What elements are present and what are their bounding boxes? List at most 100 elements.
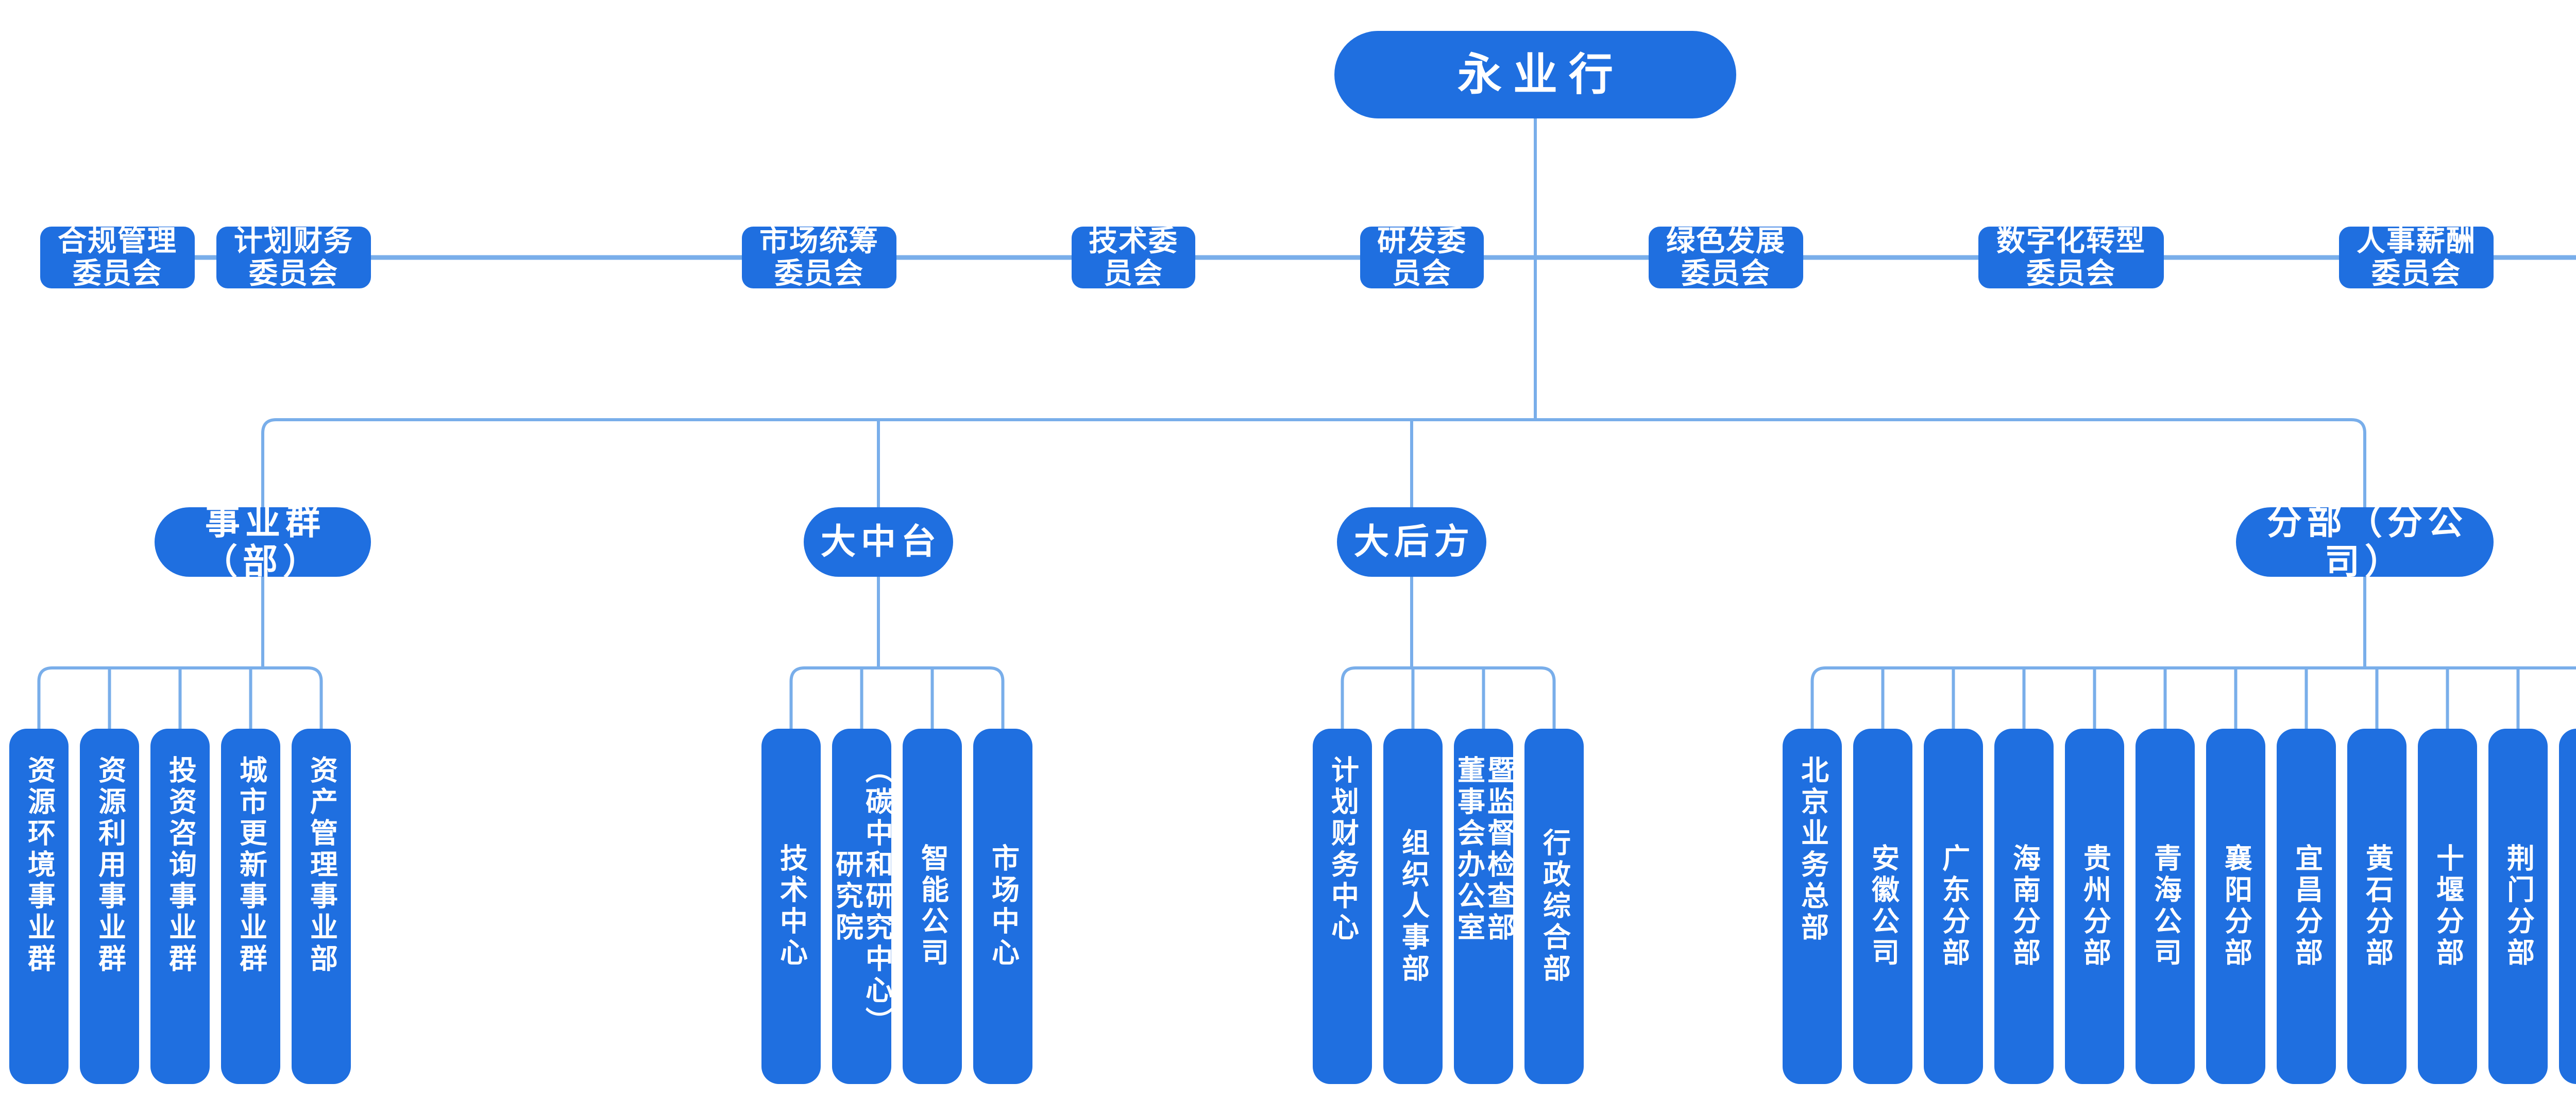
leaf-label-column: 安徽公司: [1867, 844, 1899, 969]
leaf-label-column: 董事会办公室: [1453, 755, 1484, 944]
leaf-node[interactable]: 安徽公司: [1853, 729, 1912, 1084]
leaf-text-columns: 十堰分部: [2418, 844, 2477, 969]
leaf-label-column: 鄂州分部: [2573, 844, 2576, 969]
committee-label: 绿色发展委员会: [1666, 225, 1786, 289]
leaf-text-columns: 荆门分部: [2488, 844, 2548, 969]
leaf-label-column: 研究院: [831, 850, 862, 944]
committee-node-3[interactable]: 市场统筹委员会: [742, 225, 896, 289]
committee-label: 研发委员会: [1377, 225, 1467, 289]
group-head-2[interactable]: 大中台: [804, 507, 953, 577]
leaf-label-column: 黄石分部: [2361, 844, 2393, 969]
leaf-node[interactable]: 宜昌分部: [2277, 729, 2336, 1084]
committee-label: 市场统筹委员会: [759, 225, 879, 289]
leaf-text-columns: 青海公司: [2136, 844, 2195, 969]
root-node[interactable]: 永业行: [1334, 31, 1736, 118]
committee-node-8[interactable]: 人事薪酬委员会: [2339, 225, 2494, 289]
group-head-1[interactable]: 事业群（部）: [155, 503, 371, 581]
committee-label: 计划财务委员会: [234, 225, 353, 289]
leaf-text-columns: 技术中心: [761, 844, 821, 969]
committee-node-4[interactable]: 技术委员会: [1072, 225, 1195, 289]
leaf-label-column: 计划财务中心: [1327, 755, 1358, 944]
leaf-text-columns: 资产管理事业部: [292, 755, 351, 975]
leaf-label-column: （碳中和研究中心）: [861, 755, 892, 1038]
leaf-text-columns: 安徽公司: [1853, 844, 1912, 969]
leaf-node[interactable]: 行政综合部: [1524, 729, 1584, 1084]
leaf-text-columns: 行政综合部: [1524, 828, 1584, 985]
leaf-label-column: 海南分部: [2008, 844, 2040, 969]
leaf-text-columns: 计划财务中心: [1313, 755, 1372, 944]
leaf-node[interactable]: 智能公司: [903, 729, 962, 1084]
group-head-label: 分部（分公司）: [2266, 503, 2468, 581]
leaf-label-column: 技术中心: [775, 844, 807, 969]
leaf-label-column: 暨监督检查部: [1483, 755, 1514, 944]
committee-label: 数字化转型委员会: [1996, 225, 2146, 289]
leaf-text-columns: 鄂州分部: [2559, 844, 2576, 969]
leaf-label-column: 资源利用事业群: [94, 755, 125, 975]
leaf-text-columns: 广东分部: [1924, 844, 1983, 969]
leaf-node[interactable]: （碳中和研究中心）研究院: [831, 729, 892, 1084]
leaf-label-column: 市场中心: [987, 844, 1019, 969]
leaf-text-columns: 智能公司: [903, 844, 962, 969]
leaf-text-columns: 城市更新事业群: [221, 755, 280, 975]
leaf-node[interactable]: 资源环境事业群: [9, 729, 69, 1084]
leaf-text-columns: （碳中和研究中心）研究院: [831, 755, 892, 1038]
leaf-text-columns: 资源环境事业群: [9, 755, 69, 975]
leaf-node[interactable]: 资源利用事业群: [80, 729, 139, 1084]
leaf-label-column: 北京业务总部: [1797, 755, 1828, 944]
leaf-label-column: 荆门分部: [2502, 844, 2534, 969]
leaf-text-columns: 北京业务总部: [1783, 755, 1842, 944]
leaf-text-columns: 海南分部: [1994, 844, 2054, 969]
leaf-text-columns: 资源利用事业群: [80, 755, 139, 975]
leaf-label-column: 城市更新事业群: [235, 755, 266, 975]
leaf-node[interactable]: 荆门分部: [2488, 729, 2548, 1084]
group-head-label: 大后方: [1353, 522, 1475, 562]
leaf-label-column: 投资咨询事业群: [164, 755, 196, 975]
leaf-node[interactable]: 资产管理事业部: [292, 729, 351, 1084]
leaf-node[interactable]: 鄂州分部: [2559, 729, 2576, 1084]
group-head-4[interactable]: 分部（分公司）: [2236, 503, 2494, 581]
leaf-node[interactable]: 青海公司: [2136, 729, 2195, 1084]
leaf-text-columns: 黄石分部: [2347, 844, 2406, 969]
group-head-label: 事业群（部）: [202, 503, 326, 581]
leaf-label-column: 贵州分部: [2079, 844, 2110, 969]
leaf-label-column: 宜昌分部: [2291, 844, 2322, 969]
leaf-node[interactable]: 广东分部: [1924, 729, 1983, 1084]
committee-label: 技术委员会: [1089, 225, 1178, 289]
leaf-node[interactable]: 计划财务中心: [1313, 729, 1372, 1084]
leaf-text-columns: 投资咨询事业群: [150, 755, 210, 975]
leaf-label-column: 襄阳分部: [2220, 844, 2251, 969]
committee-label: 合规管理委员会: [58, 225, 177, 289]
group-head-3[interactable]: 大后方: [1337, 507, 1486, 577]
leaf-node[interactable]: 北京业务总部: [1783, 729, 1842, 1084]
leaf-node[interactable]: 贵州分部: [2065, 729, 2124, 1084]
leaf-text-columns: 宜昌分部: [2277, 844, 2336, 969]
committee-label: 人事薪酬委员会: [2357, 225, 2476, 289]
committee-node-7[interactable]: 数字化转型委员会: [1978, 225, 2164, 289]
leaf-label-column: 资产管理事业部: [306, 755, 337, 975]
leaf-text-columns: 市场中心: [973, 844, 1032, 969]
leaf-text-columns: 襄阳分部: [2206, 844, 2265, 969]
root-label: 永业行: [1458, 49, 1624, 99]
leaf-node[interactable]: 投资咨询事业群: [150, 729, 210, 1084]
leaf-node[interactable]: 组织人事部: [1383, 729, 1443, 1084]
leaf-label-column: 行政综合部: [1538, 828, 1570, 985]
committee-node-6[interactable]: 绿色发展委员会: [1649, 225, 1803, 289]
leaf-node[interactable]: 市场中心: [973, 729, 1032, 1084]
leaf-label-column: 青海公司: [2149, 844, 2181, 969]
leaf-label-column: 十堰分部: [2432, 844, 2463, 969]
leaf-label-column: 资源环境事业群: [23, 755, 55, 975]
group-head-label: 大中台: [820, 522, 941, 562]
leaf-node[interactable]: 暨监督检查部董事会办公室: [1453, 729, 1514, 1084]
committee-node-2[interactable]: 计划财务委员会: [216, 225, 371, 289]
leaf-label-column: 智能公司: [917, 844, 948, 969]
committee-node-5[interactable]: 研发委员会: [1360, 225, 1484, 289]
leaf-node[interactable]: 黄石分部: [2347, 729, 2406, 1084]
committee-node-1[interactable]: 合规管理委员会: [40, 225, 195, 289]
leaf-node[interactable]: 十堰分部: [2418, 729, 2477, 1084]
leaf-text-columns: 组织人事部: [1383, 828, 1443, 985]
leaf-node[interactable]: 海南分部: [1994, 729, 2054, 1084]
leaf-node[interactable]: 技术中心: [761, 729, 821, 1084]
leaf-node[interactable]: 襄阳分部: [2206, 729, 2265, 1084]
leaf-node[interactable]: 城市更新事业群: [221, 729, 280, 1084]
